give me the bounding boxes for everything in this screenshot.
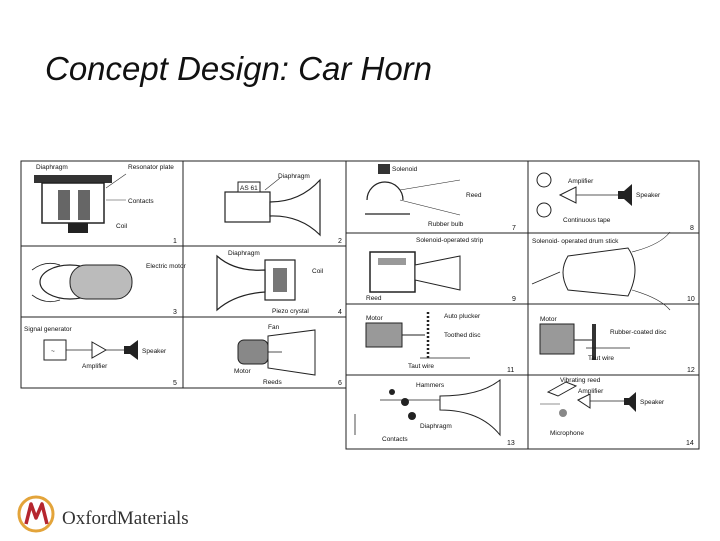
label-speaker: Speaker — [636, 192, 661, 199]
panel-number: 12 — [687, 367, 695, 374]
label-auto-plucker: Auto plucker — [444, 313, 481, 320]
label-diaphragm: Diaphragm — [228, 250, 260, 257]
panel-number: 8 — [690, 225, 694, 232]
label-taut-wire: Taut wire — [408, 363, 434, 370]
label-motor: Motor — [366, 315, 383, 322]
label-rubber-bulb: Rubber bulb — [428, 221, 464, 228]
panel-12: Motor Rubber-coated disc Taut wire 12 — [539, 316, 695, 374]
label-amplifier: Amplifier — [568, 178, 594, 185]
slide-title: Concept Design: Car Horn — [45, 50, 433, 87]
label-contacts: Contacts — [382, 436, 408, 443]
panel-2: AS 61 Diaphragm 2 — [224, 173, 342, 245]
label-solenoid: Solenoid — [392, 166, 418, 173]
label-toothed-disc: Toothed disc — [444, 332, 481, 339]
panel-number: 9 — [512, 296, 516, 303]
label-coil: Coil — [312, 268, 324, 275]
panel-number: 3 — [173, 309, 177, 316]
label-signal-generator: Signal generator — [24, 326, 73, 333]
label-electric-motor: Electric motor — [146, 263, 187, 270]
label-speaker: Speaker — [142, 348, 167, 355]
right-sheet-frame — [345, 160, 700, 450]
label-coil: Coil — [116, 223, 128, 230]
label-amplifier: Amplifier — [82, 363, 108, 370]
panel-7: Solenoid Reed Rubber bulb 7 — [365, 164, 516, 232]
label-continuous-tape: Continuous tape — [563, 217, 611, 224]
label-diaphragm: Diaphragm — [36, 164, 68, 171]
panel-number: 14 — [686, 440, 694, 447]
label-fan: Fan — [268, 324, 280, 331]
label-solenoid-operated-strip: Solenoid-operated strip — [416, 237, 484, 244]
label-motor: Motor — [234, 368, 251, 375]
panel-number: 4 — [338, 309, 342, 316]
panel-number: 5 — [173, 380, 177, 387]
label-drum-stick: Solenoid- operated drum stick — [532, 238, 619, 245]
panel-number: 13 — [507, 440, 515, 447]
label-hammers: Hammers — [416, 382, 445, 389]
label-motor: Motor — [540, 316, 557, 323]
panel-number: 6 — [338, 380, 342, 387]
label-amplifier: Amplifier — [578, 388, 604, 395]
panel-number: 10 — [687, 296, 695, 303]
label-rubber-coated-disc: Rubber-coated disc — [610, 329, 667, 336]
panel-14: Vibrating reed Amplifier Speaker Microph… — [540, 377, 694, 447]
label-contacts: Contacts — [128, 198, 154, 205]
label-diaphragm: Diaphragm — [420, 423, 452, 430]
panel-number: 7 — [512, 225, 516, 232]
panel-5: ~ Signal generator Speaker Amplifier 5 — [24, 326, 177, 387]
panel-10: Solenoid- operated drum stick 10 — [531, 231, 695, 311]
label-speaker: Speaker — [640, 399, 665, 406]
label-vibrating-reed: Vibrating reed — [560, 377, 601, 384]
panel-13: Hammers Diaphragm Contacts 13 — [354, 378, 515, 447]
label-microphone: Microphone — [550, 430, 584, 437]
brand-name: OxfordMaterials — [62, 508, 189, 529]
label-taut-wire: Taut wire — [588, 355, 614, 362]
panel-8: Amplifier Speaker Continuous tape 8 — [536, 172, 694, 232]
logo-mark-icon — [17, 495, 55, 533]
label-diaphragm: Diaphragm — [278, 173, 310, 180]
panel-3: Electric motor 3 — [31, 262, 187, 316]
panel-9: Solenoid-operated strip Reed 9 — [366, 237, 516, 303]
panel-number: 2 — [338, 238, 342, 245]
panel-number: 1 — [173, 238, 177, 245]
label-reed: Reed — [466, 192, 482, 199]
panel-4: Diaphragm Coil Piezo crystal 4 — [216, 250, 342, 316]
label-piezo-crystal: Piezo crystal — [272, 308, 309, 315]
panel-number: 11 — [507, 367, 514, 374]
label-resonator-plate: Resonator plate — [128, 164, 174, 171]
panel-6: Fan Motor Reeds 6 — [234, 324, 342, 387]
label-reed: Reed — [366, 295, 382, 302]
panel-11: Motor Auto plucker Toothed disc Taut wir… — [365, 312, 514, 374]
panel-1: Diaphragm Resonator plate Contacts Coil … — [34, 164, 177, 245]
concept-sketch-grid: Diaphragm Resonator plate Contacts Coil … — [20, 160, 700, 450]
label-reeds: Reeds — [263, 379, 283, 386]
svg-text:~: ~ — [51, 348, 55, 355]
oxford-materials-logo — [14, 492, 224, 536]
label-model: AS 61 — [240, 185, 258, 192]
concept-sketch-svg: Diaphragm Resonator plate Contacts Coil … — [20, 160, 700, 450]
